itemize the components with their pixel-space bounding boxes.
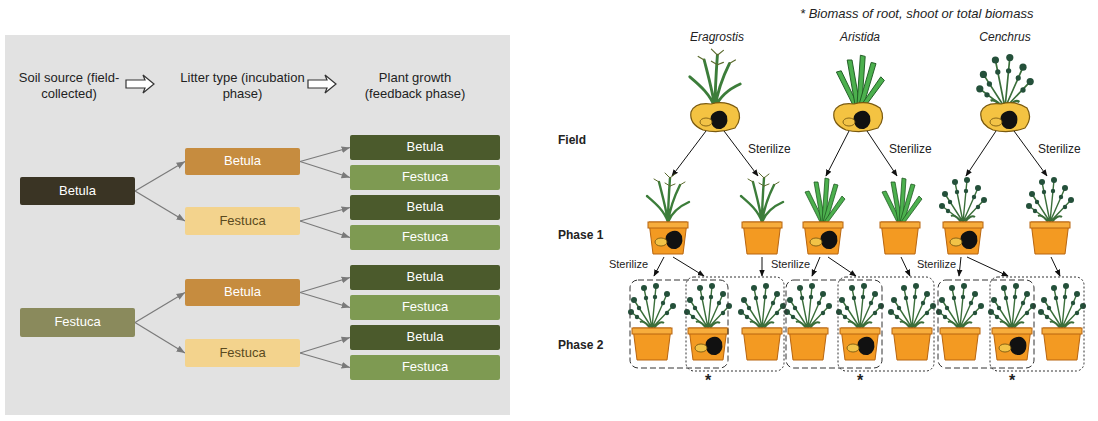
step-label: Sterilize — [748, 142, 798, 156]
step-label: Sterilize — [912, 258, 956, 271]
phase-label: Phase 2 — [558, 338, 618, 352]
connector-arrow — [300, 353, 350, 368]
connector-arrow — [135, 162, 185, 192]
box-label: Betula — [224, 154, 261, 168]
column-heading: Litter type (incubation phase) — [180, 70, 305, 101]
connector-arrow — [300, 221, 350, 238]
field-plant — [690, 49, 740, 108]
box-label: Festuca — [54, 315, 100, 329]
field-plant — [976, 54, 1034, 108]
phase-label: Phase 1 — [558, 228, 618, 242]
step-label: Sterilize — [766, 258, 810, 271]
plant-box: Festuca — [350, 295, 500, 320]
phase1-pots — [647, 173, 1074, 254]
process-arrow — [654, 257, 1060, 276]
box-label: Festuca — [402, 360, 448, 374]
plant-box: Festuca — [350, 165, 500, 190]
litter-box: Festuca — [185, 207, 300, 235]
comparison-box — [630, 277, 1084, 371]
plant-box: Festuca — [350, 225, 500, 250]
connector-arrow — [135, 293, 185, 323]
column-heading: Plant growth (feedback phase) — [355, 70, 475, 101]
column-heading: Soil source (field-collected) — [13, 70, 125, 101]
box-label: Festuca — [402, 300, 448, 314]
box-label: Festuca — [402, 170, 448, 184]
box-label: Betula — [407, 200, 444, 214]
box-label: Betula — [407, 270, 444, 284]
plant-box: Festuca — [350, 355, 500, 380]
plant-box: Betula — [350, 135, 500, 160]
significance-mark: * — [1002, 371, 1022, 390]
plant-box: Betula — [350, 325, 500, 350]
field-plant — [836, 55, 884, 108]
step-label: Sterilize — [604, 258, 648, 271]
significance-mark: * — [850, 371, 870, 390]
soil-box: Festuca — [20, 308, 135, 337]
connector-arrow — [300, 293, 350, 308]
species-name: Cenchrus — [965, 30, 1045, 44]
box-label: Festuca — [219, 214, 265, 228]
litter-box: Betula — [185, 148, 300, 175]
litter-box: Betula — [185, 279, 300, 306]
box-label: Betula — [224, 285, 261, 299]
connector-arrow — [135, 191, 185, 221]
connector-arrow — [300, 338, 350, 354]
field-soil — [834, 103, 883, 132]
panel-ground — [5, 35, 510, 415]
box-label: Festuca — [402, 230, 448, 244]
box-label: Betula — [59, 184, 96, 198]
field-soil — [981, 103, 1030, 132]
connector-arrow — [135, 323, 185, 354]
box-label: Festuca — [219, 346, 265, 360]
field-soil — [691, 103, 740, 132]
connector-arrow — [300, 148, 350, 162]
plant-box: Betula — [350, 195, 500, 220]
connector-arrow — [300, 208, 350, 222]
plant-box: Betula — [350, 265, 500, 290]
significance-mark: * — [698, 371, 718, 390]
hollow-arrow — [308, 75, 336, 93]
litter-box: Festuca — [185, 339, 300, 367]
hollow-arrow — [126, 75, 154, 93]
process-arrow — [672, 131, 1047, 176]
phase2-pots — [628, 283, 1086, 360]
connector-arrow — [300, 278, 350, 293]
box-label: Betula — [407, 140, 444, 154]
box-label: Betula — [407, 330, 444, 344]
connector-arrow — [300, 162, 350, 178]
footnote: * Biomass of root, shoot or total biomas… — [800, 6, 1092, 22]
soil-box: Betula — [20, 177, 135, 205]
species-name: Eragrostis — [677, 30, 757, 44]
step-label: Sterilize — [889, 142, 939, 156]
phase-label: Field — [558, 133, 608, 147]
species-name: Aristida — [820, 30, 900, 44]
step-label: Sterilize — [1038, 142, 1088, 156]
